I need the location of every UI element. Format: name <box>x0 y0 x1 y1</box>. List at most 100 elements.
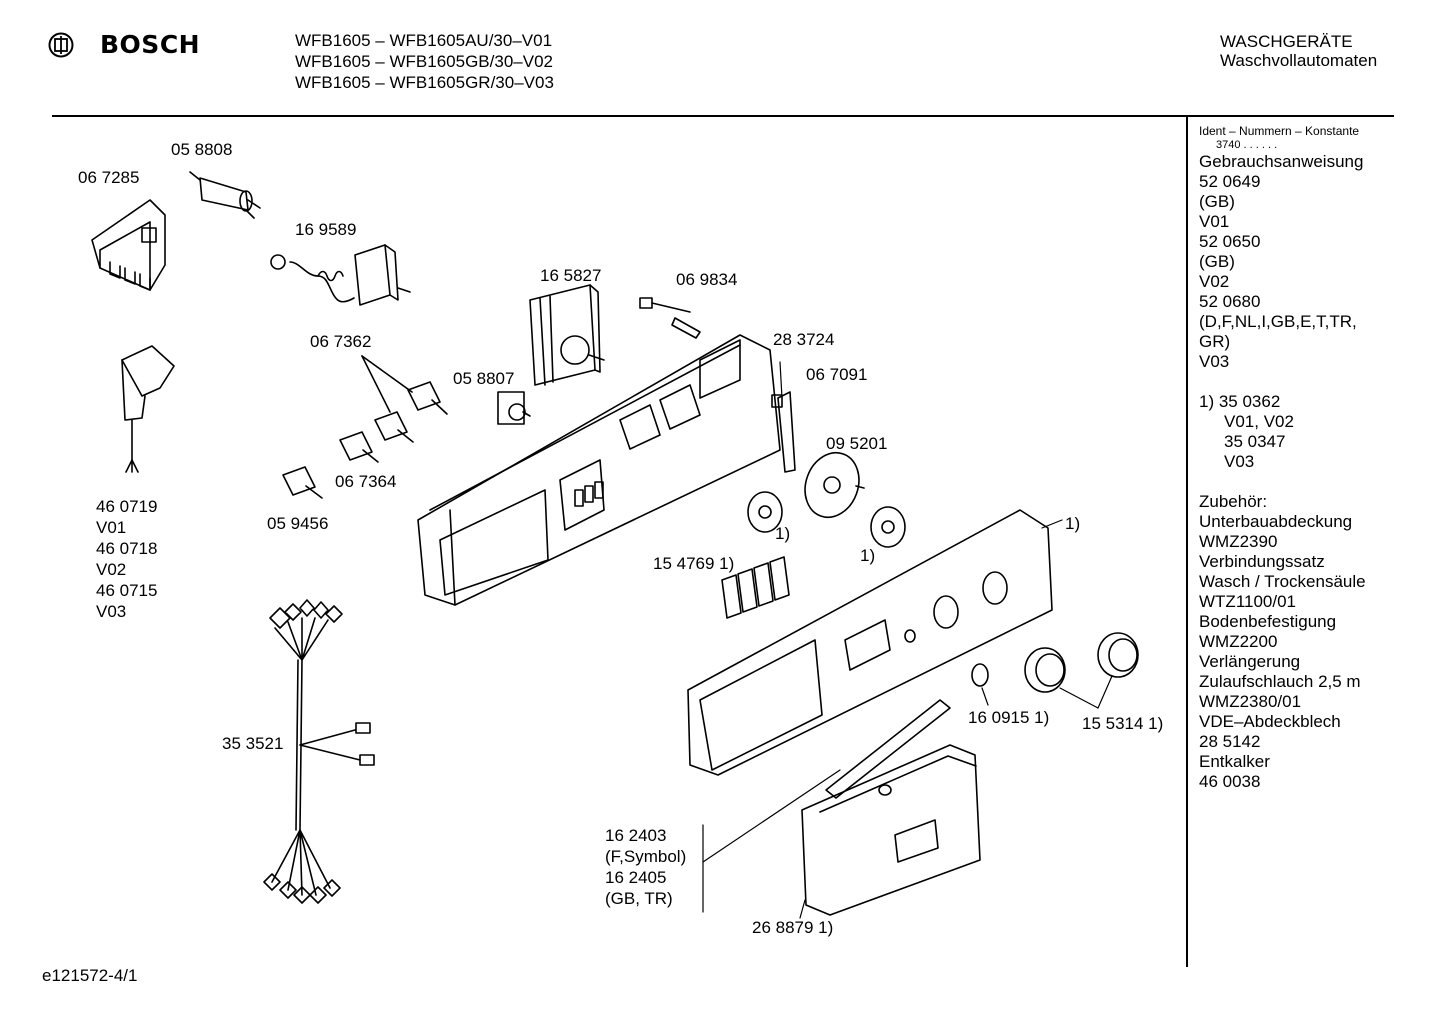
accessory-item: WMZ2200 <box>1199 632 1278 651</box>
knob-base-part <box>747 491 783 533</box>
part-label: 06 7091 <box>806 365 868 384</box>
small-knob-part <box>971 663 989 687</box>
accessory-item: WMZ2380/01 <box>1199 692 1302 711</box>
accessory-item: 46 0038 <box>1199 772 1261 791</box>
plug-line: 46 0718 <box>96 539 158 558</box>
ident-heading: Ident – Nummern – Konstante <box>1199 124 1360 138</box>
part-label: 15 4769 1) <box>653 554 735 573</box>
push-switch-part <box>339 431 379 463</box>
mains-plug-part <box>121 345 175 473</box>
accessory-item: 28 5142 <box>1199 732 1261 751</box>
bosch-armature-icon <box>48 32 74 57</box>
manual-item: (GB) <box>1199 192 1235 211</box>
accessory-item: Unterbauabdeckung <box>1199 512 1353 531</box>
footnote-line: V03 <box>1224 452 1255 471</box>
wiring-harness-part <box>263 599 375 904</box>
model-line: WFB1605 – WFB1605AU/30–V01 <box>295 31 553 50</box>
footnote-line: 35 0347 <box>1224 432 1286 451</box>
part-label: 35 3521 <box>222 734 284 753</box>
manual-item: GR) <box>1199 332 1231 351</box>
dial-disc-part <box>804 451 865 519</box>
potentiometer-part <box>497 391 531 425</box>
knob-base-part <box>870 506 906 548</box>
manual-item: (D,F,NL,I,GB,E,T,TR, <box>1199 312 1357 331</box>
sidebar-notes: Ident – Nummern – Konstante 3740 . . . .… <box>1199 124 1366 792</box>
leader-line <box>361 355 413 393</box>
accessory-item: Wasch / Trockensäule <box>1199 572 1366 591</box>
part-label: 15 5314 1) <box>1082 714 1164 733</box>
part-label: 05 8808 <box>171 140 233 159</box>
part-label: 06 7362 <box>310 332 372 351</box>
push-switch-part <box>374 411 414 443</box>
plug-line: V03 <box>96 602 127 621</box>
footnote-marker: 1) <box>1065 514 1081 533</box>
accessory-item: Entkalker <box>1199 752 1270 771</box>
model-list: WFB1605 – WFB1605AU/30–V01 WFB1605 – WFB… <box>295 30 554 93</box>
footnote-marker: 1) <box>775 524 791 543</box>
manual-heading: Gebrauchsanweisung <box>1199 152 1364 171</box>
model-line: WFB1605 – WFB1605GB/30–V02 <box>295 52 553 71</box>
manual-item: (GB) <box>1199 252 1235 271</box>
selector-knob-part <box>1097 632 1139 678</box>
manual-item: 52 0649 <box>1199 172 1261 191</box>
drawing-code: e121572-4/1 <box>42 966 138 985</box>
indicator-lamp-part <box>639 297 701 339</box>
footnote-marker: 1) <box>860 546 876 565</box>
strip-line: (F,Symbol) <box>605 847 687 866</box>
category-subtitle: Waschvollautomaten <box>1220 51 1378 70</box>
accessory-item: Verlängerung <box>1199 652 1301 671</box>
accessory-item: WTZ1100/01 <box>1199 592 1297 611</box>
brand-logo: BOSCH <box>48 30 200 59</box>
part-label-plug: 46 0719 V01 46 0718 V02 46 0715 V03 <box>96 496 157 622</box>
fascia-panel-part <box>687 509 1053 776</box>
accessories-heading: Zubehör: <box>1199 492 1268 511</box>
thermostat-part <box>270 244 411 306</box>
part-label: 28 3724 <box>773 330 835 349</box>
part-label: 16 9589 <box>295 220 357 239</box>
part-label: 06 9834 <box>676 270 738 289</box>
sidebar-divider <box>1186 117 1188 967</box>
symbol-strip-part <box>825 699 951 799</box>
accessory-item: Bodenbefestigung <box>1199 612 1337 631</box>
manual-item: V03 <box>1199 352 1230 371</box>
selector-knob-part <box>1024 647 1066 693</box>
push-switch-part <box>282 466 323 499</box>
plug-line: V01 <box>96 518 127 537</box>
part-label: 09 5201 <box>826 434 888 453</box>
leader-line <box>361 355 391 413</box>
plug-line: V02 <box>96 560 127 579</box>
dispenser-drawer-part <box>801 744 981 916</box>
ident-value: 3740 . . . . . . <box>1216 139 1278 151</box>
accessory-item: Verbindungssatz <box>1199 552 1325 571</box>
part-label: 06 7364 <box>335 472 397 491</box>
footnote-line: V01, V02 <box>1224 412 1294 431</box>
control-frame-part <box>417 334 781 606</box>
category-title: WASCHGERÄTE <box>1220 32 1353 51</box>
part-label: 16 5827 <box>540 266 602 285</box>
accessory-item: VDE–Abdeckblech <box>1199 712 1341 731</box>
strip-line: 16 2405 <box>605 868 667 887</box>
brand-name: BOSCH <box>100 30 201 59</box>
lever-part <box>771 391 796 473</box>
manual-item: 52 0650 <box>1199 232 1261 251</box>
plug-line: 46 0719 <box>96 497 158 516</box>
push-switch-part <box>407 381 448 415</box>
model-line: WFB1605 – WFB1605GR/30–V03 <box>295 73 554 92</box>
manual-item: V01 <box>1199 212 1230 231</box>
part-label: 05 9456 <box>267 514 329 533</box>
part-label-symbol-strip: 16 2403 (F,Symbol) 16 2405 (GB, TR) <box>605 825 686 909</box>
footnote-line: 1) 35 0362 <box>1199 392 1281 411</box>
push-buttons-part <box>721 556 790 619</box>
bracket-part <box>91 199 166 291</box>
manual-item: V02 <box>1199 272 1230 291</box>
strip-line: 16 2403 <box>605 826 667 845</box>
accessory-item: WMZ2390 <box>1199 532 1278 551</box>
capacitor-part <box>189 171 261 219</box>
manual-item: 52 0680 <box>1199 292 1261 311</box>
strip-line: (GB, TR) <box>605 889 673 908</box>
part-label: 16 0915 1) <box>968 708 1050 727</box>
header-divider <box>52 115 1394 117</box>
product-category: WASCHGERÄTE Waschvollautomaten <box>1220 32 1377 70</box>
part-label: 26 8879 1) <box>752 918 834 937</box>
